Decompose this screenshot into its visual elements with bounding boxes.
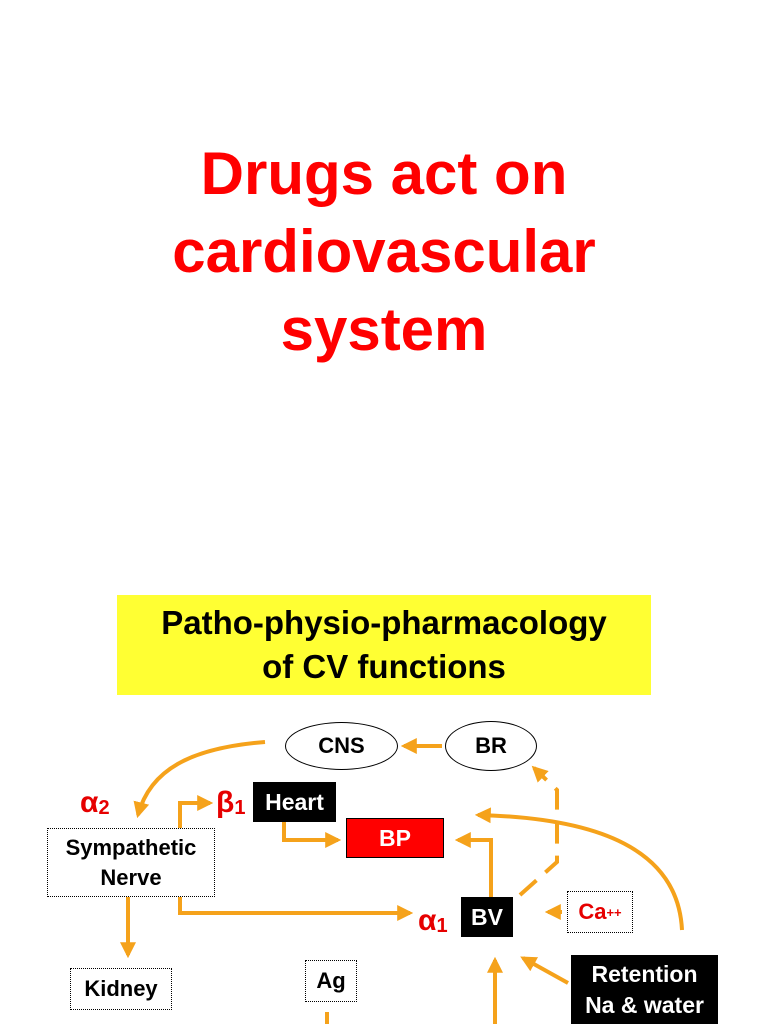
arrow-sympathetic-to-beta1: [178, 795, 214, 828]
slide-title-line-3: system: [280, 296, 488, 363]
arrow-sympathetic-to-alpha1: [178, 897, 414, 921]
arrow-bv-to-bp: [454, 832, 493, 897]
banner-line-1: Patho-physio-pharmacology: [161, 604, 607, 641]
node-heart: Heart: [253, 782, 336, 822]
node-retention: Retention Na & water: [571, 955, 718, 1024]
arrow-heart-to-bp: [282, 822, 342, 848]
node-sympathetic-nerve: Sympathetic Nerve: [47, 828, 215, 897]
receptor-alpha1: α1: [418, 904, 448, 937]
node-cns: CNS: [285, 722, 398, 770]
receptor-alpha2: α2: [80, 786, 110, 819]
node-cns-label: CNS: [318, 733, 365, 758]
receptor-beta1: β1: [216, 786, 246, 819]
arrow-bv-to-br: [518, 765, 559, 897]
node-kidney-label: Kidney: [84, 976, 158, 1001]
banner-line-2: of CV functions: [262, 648, 506, 685]
arrow-retention-to-bp: [474, 807, 684, 931]
node-angiotensin: Ag: [305, 960, 357, 1002]
slide-title-line-2: cardiovascular: [172, 218, 596, 285]
node-br-label: BR: [475, 733, 507, 758]
slide-title: Drugs act on cardiovascular system: [0, 135, 768, 369]
arrow-cns-to-sympathetic: [133, 740, 266, 819]
node-heart-label: Heart: [265, 788, 324, 815]
node-bp-label: BP: [379, 824, 411, 851]
node-bv: BV: [461, 897, 513, 937]
slide-title-line-1: Drugs act on: [200, 140, 568, 207]
node-kidney: Kidney: [70, 968, 172, 1010]
node-retention-line-2: Na & water: [585, 991, 704, 1018]
diagram-banner: Patho-physio-pharmacology of CV function…: [117, 595, 651, 695]
node-sympathetic-line-2: Nerve: [100, 864, 162, 890]
node-calcium: Ca++: [567, 891, 633, 933]
node-bp: BP: [346, 818, 444, 858]
node-retention-line-1: Retention: [591, 960, 698, 987]
node-ag-label: Ag: [316, 968, 346, 993]
node-br: BR: [445, 721, 537, 771]
node-sympathetic-line-1: Sympathetic: [65, 834, 197, 860]
arrow-retention-to-bv: [520, 956, 569, 985]
node-bv-label: BV: [471, 903, 503, 930]
